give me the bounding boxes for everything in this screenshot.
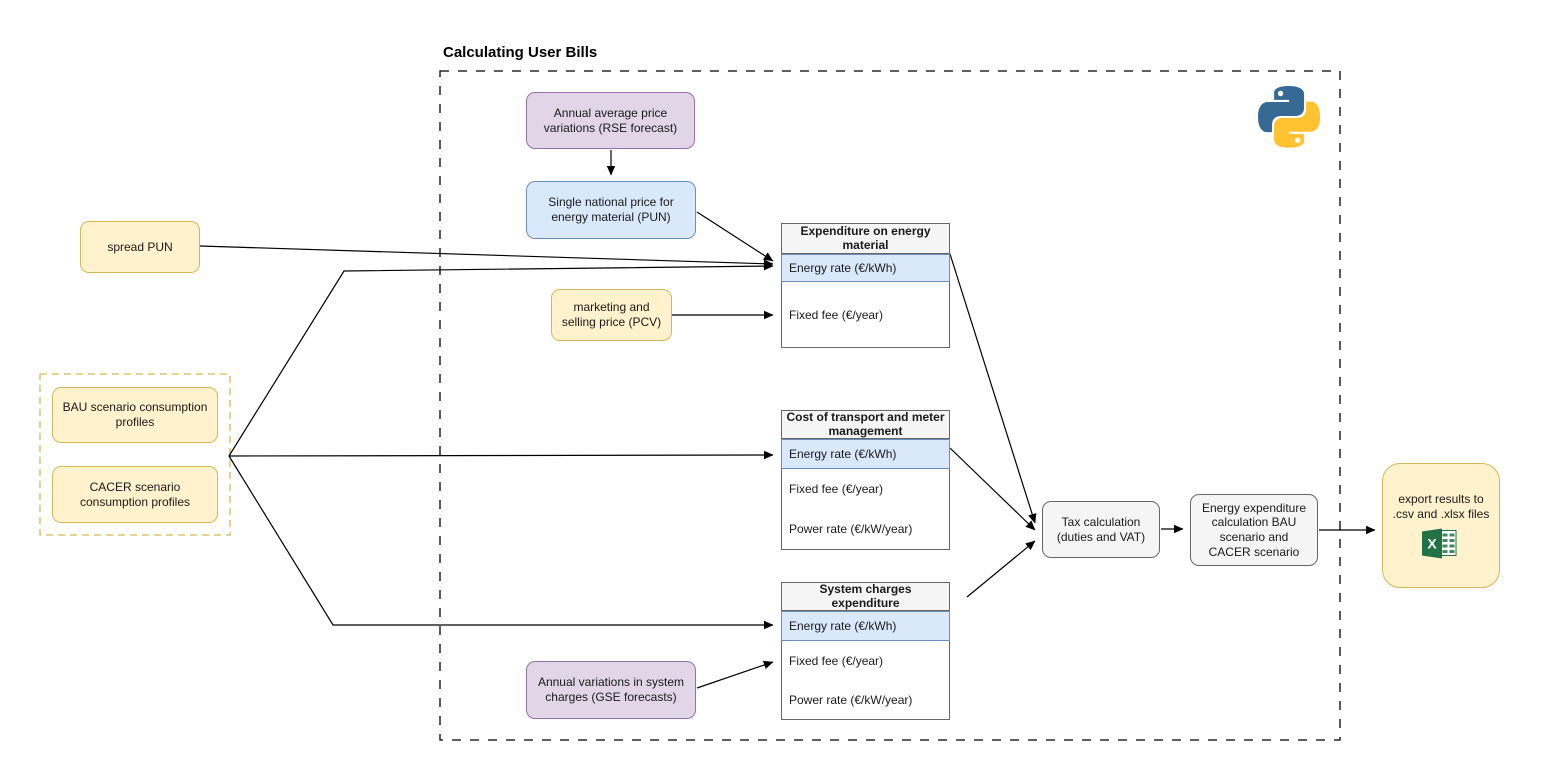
table-system-charges: System charges expenditure Energy rate (… xyxy=(781,582,950,720)
node-spread-pun: spread PUN xyxy=(80,221,200,273)
node-pun: Single national price for energy materia… xyxy=(526,181,696,239)
node-cacer-profiles: CACER scenario consumption profiles xyxy=(52,466,218,523)
svg-text:X: X xyxy=(1427,536,1437,552)
node-pcv: marketing and selling price (PCV) xyxy=(551,289,672,341)
table-row-energy-rate: Energy rate (€/kWh) xyxy=(781,439,950,469)
table-expenditure-energy-material: Expenditure on energy material Energy ra… xyxy=(781,223,950,348)
python-logo xyxy=(1258,86,1321,153)
arrow-spread-pun-to-energy-rate xyxy=(199,245,774,269)
table-row-power-rate: Power rate (€/kW/year) xyxy=(789,522,913,536)
node-export-results: export results to .csv and .xlsx files X xyxy=(1382,463,1500,588)
diagram-title: Calculating User Bills xyxy=(443,44,598,61)
table-header: Expenditure on energy material xyxy=(782,224,949,254)
table-row-fixed-fee: Fixed fee (€/year) xyxy=(789,653,884,668)
arrow-gse-to-system-fixed-fee xyxy=(696,660,774,689)
node-bau-profiles: BAU scenario consumption profiles xyxy=(52,387,218,443)
node-energy-expenditure-calc: Energy expenditure calculation BAU scena… xyxy=(1190,494,1318,566)
excel-spreadsheet-icon: X xyxy=(1422,528,1457,559)
table-row-fixed-fee: Fixed fee (€/year) xyxy=(789,307,884,322)
node-gse-forecast: Annual variations in system charges (GSE… xyxy=(526,661,696,719)
arrow-transport-to-tax xyxy=(949,447,1036,531)
table-row-power-rate: Power rate (€/kW/year) xyxy=(789,692,913,707)
arrow-energy-material-to-tax xyxy=(949,253,1037,524)
arrow-profiles-to-energy-material xyxy=(228,261,774,457)
python-process-boundary xyxy=(439,70,1341,741)
arrow-profiles-to-system-charges xyxy=(228,455,774,630)
arrow-system-charges-to-tax xyxy=(966,540,1036,598)
table-transport-meter-management: Cost of transport and meter management E… xyxy=(781,410,950,550)
table-row-energy-rate: Energy rate (€/kWh) xyxy=(781,254,950,282)
arrow-profiles-to-transport xyxy=(228,450,774,460)
node-tax-calculation: Tax calculation (duties and VAT) xyxy=(1042,501,1160,558)
table-row-energy-rate: Energy rate (€/kWh) xyxy=(781,611,950,641)
table-row-fixed-fee: Fixed fee (€/year) xyxy=(789,482,884,496)
table-header: System charges expenditure xyxy=(782,582,949,611)
node-rse-forecast: Annual average price variations (RSE for… xyxy=(526,92,695,149)
export-label: export results to .csv and .xlsx files xyxy=(1392,491,1490,521)
arrow-pun-to-energy-rate xyxy=(696,211,774,262)
table-header: Cost of transport and meter management xyxy=(782,410,949,439)
